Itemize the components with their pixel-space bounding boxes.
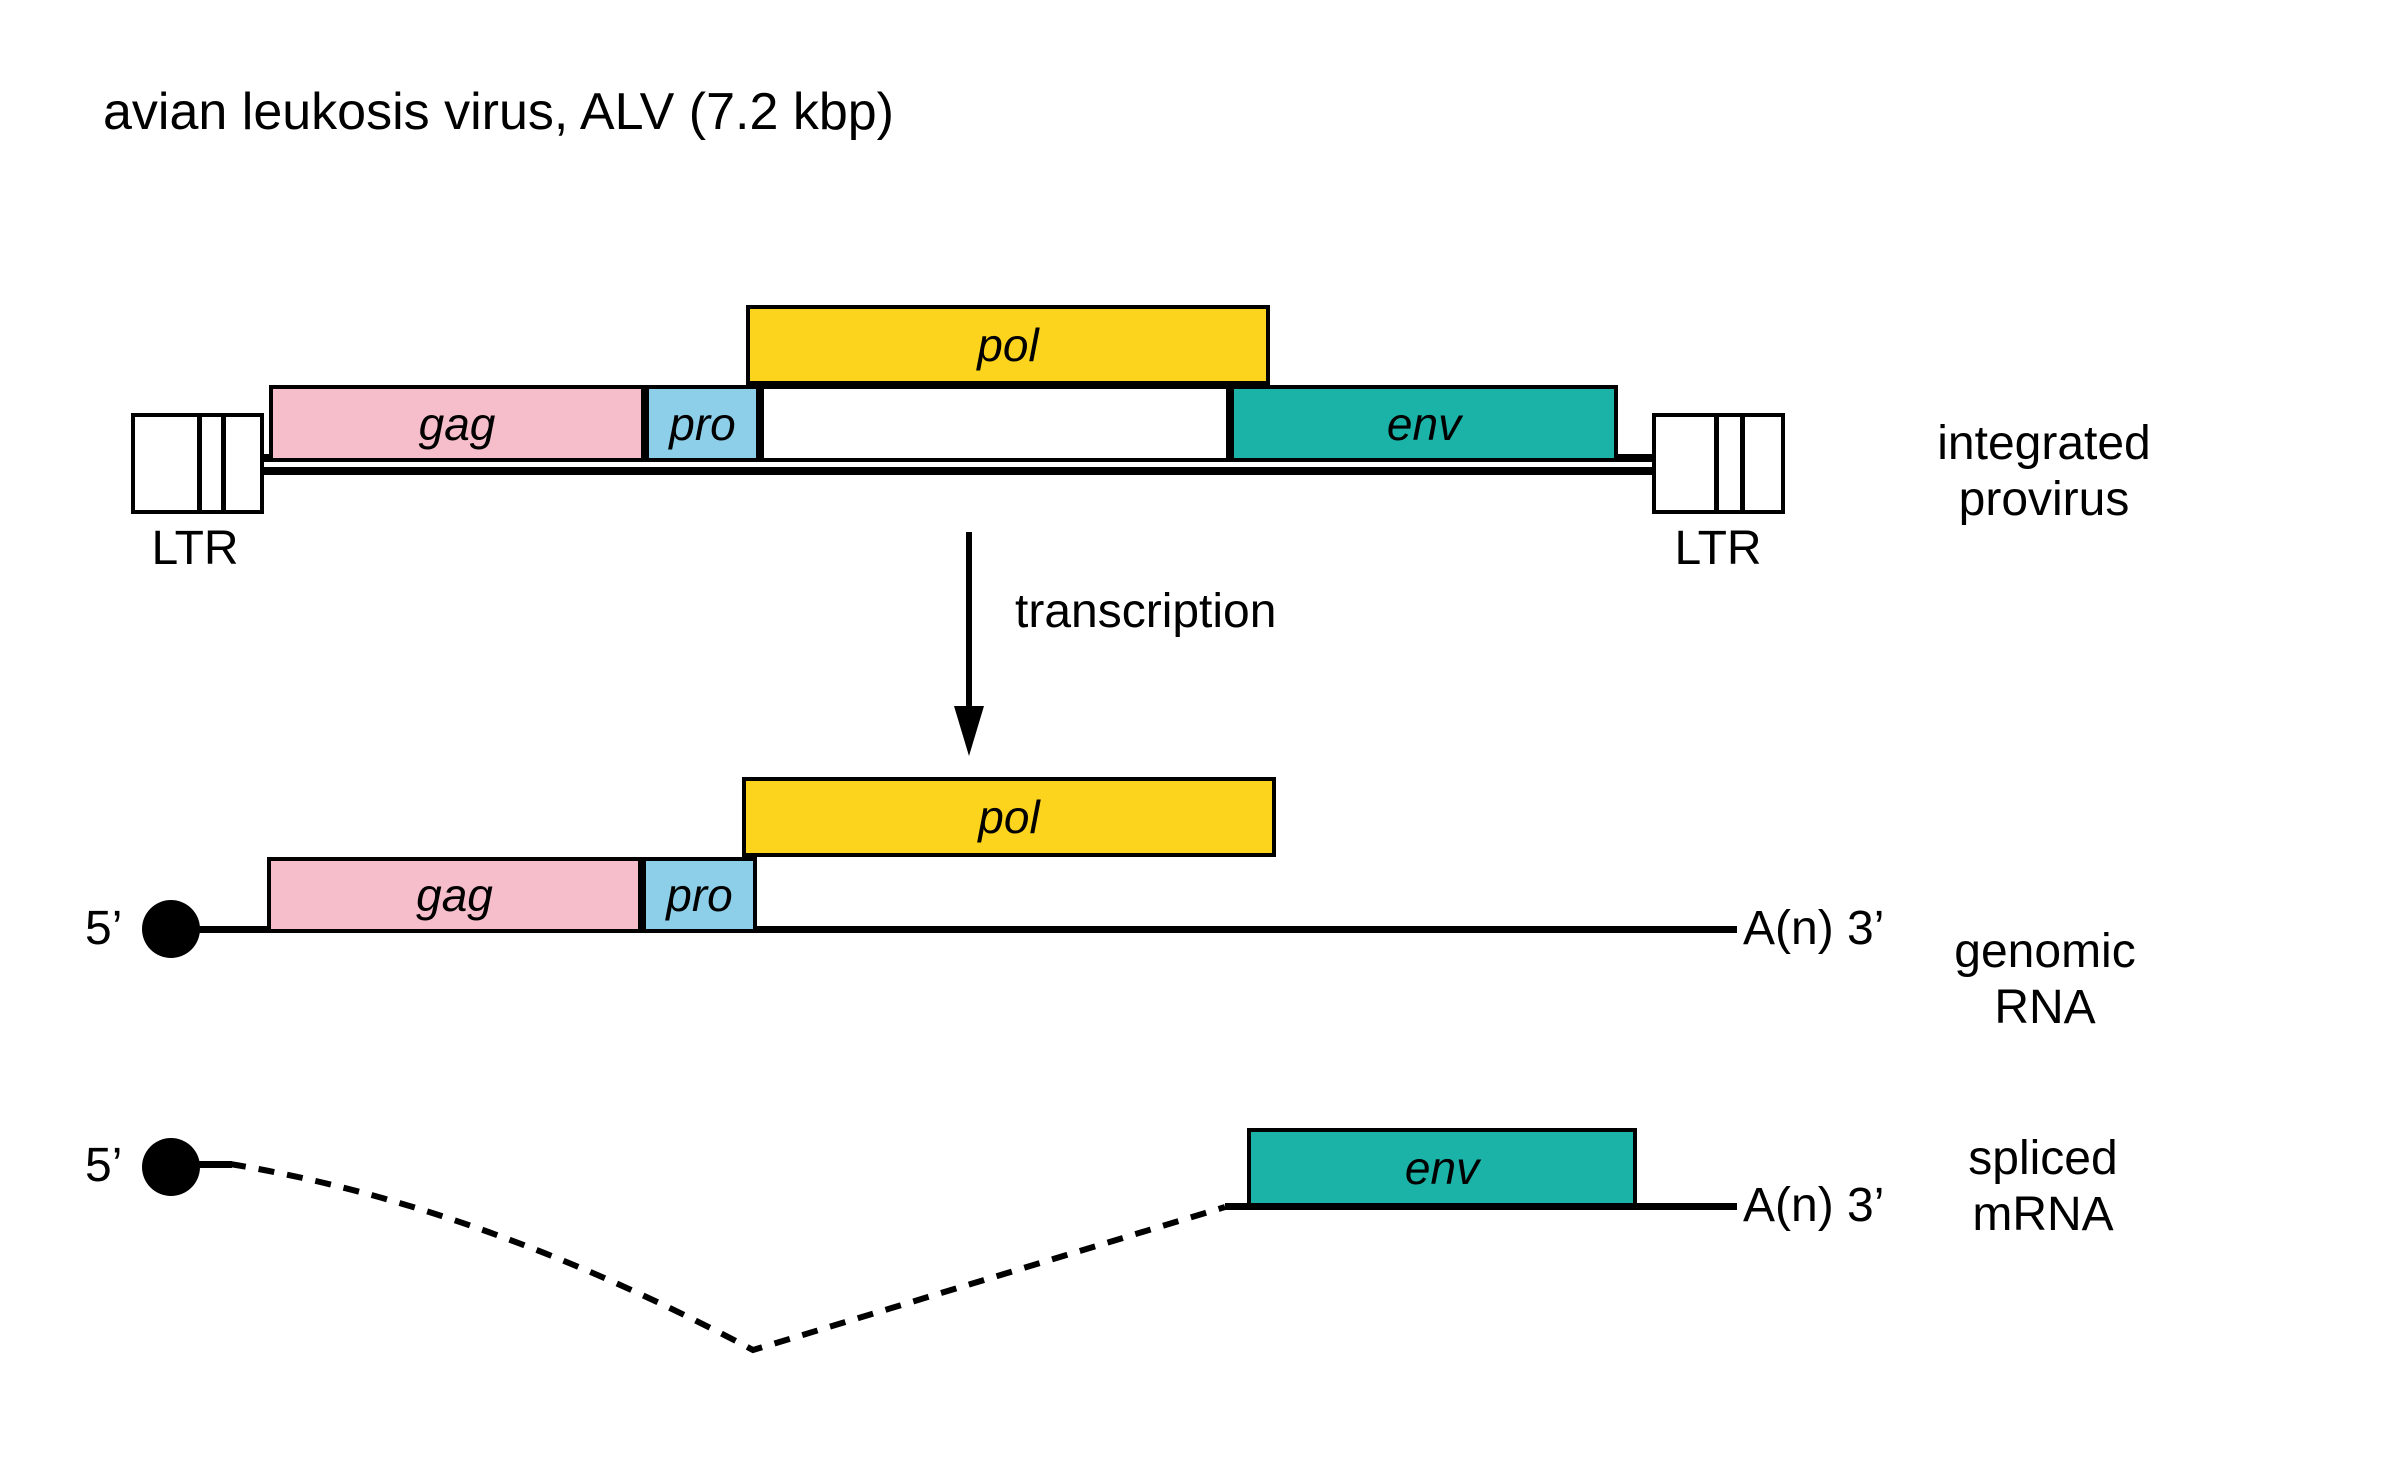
spliced-mrna-cap-circle (142, 1138, 200, 1196)
provirus-pro-box: pro (645, 385, 760, 462)
genomic-rna-gag-box: gag (267, 857, 642, 933)
provirus-noncoding-box (760, 385, 1230, 462)
spliced-mrna-cap-stub-line (198, 1161, 232, 1168)
genomic-rna-pol-box: pol (742, 777, 1276, 857)
transcription-arrow-head (954, 706, 984, 756)
provirus-caption-line1: integrated (1937, 417, 2151, 470)
ltr-box-right (1652, 413, 1785, 514)
gag-label: gag (416, 869, 493, 921)
splice-intron-dotted-line (229, 1161, 1226, 1354)
provirus-caption: integrated provirus (1894, 416, 2194, 528)
spliced-mrna-five-prime-label: 5’ (85, 1139, 123, 1192)
ltr-label-left: LTR (151, 522, 239, 575)
ltr-left-inner-line-1 (197, 417, 202, 510)
ltr-right-inner-line-1 (1714, 417, 1719, 510)
gag-label: gag (418, 397, 496, 450)
genomic-rna-cap-circle (142, 900, 200, 958)
provirus-pol-box: pol (746, 305, 1270, 385)
genomic-rna-line (199, 926, 1737, 933)
genomic-rna-five-prime-label: 5’ (85, 902, 123, 955)
provirus-env-box: env (1230, 385, 1618, 462)
ltr-label-right: LTR (1674, 522, 1762, 575)
transcription-label: transcription (1015, 585, 1277, 638)
spliced-mrna-env-box: env (1247, 1128, 1637, 1207)
pol-label: pol (978, 791, 1040, 843)
pro-label: pro (666, 869, 733, 921)
genomic-rna-pro-box: pro (642, 857, 757, 933)
spliced-mrna-caption-line2: mRNA (1972, 1188, 2114, 1241)
ltr-box-left (131, 413, 264, 514)
spliced-mrna-poly-a-label: A(n) 3’ (1743, 1179, 1885, 1232)
ltr-left-inner-line-2 (221, 417, 226, 510)
env-label: env (1404, 1141, 1480, 1194)
pol-label: pol (977, 319, 1039, 371)
genomic-rna-poly-a-label: A(n) 3’ (1743, 902, 1885, 955)
diagram-title: avian leukosis virus, ALV (7.2 kbp) (103, 83, 894, 141)
transcription-arrow (954, 532, 984, 756)
genomic-rna-caption: genomic RNA (1895, 924, 2195, 1036)
provirus-gag-box: gag (269, 385, 645, 462)
ltr-right-inner-line-2 (1740, 417, 1745, 510)
env-label: env (1386, 397, 1462, 450)
pro-label: pro (669, 397, 736, 450)
genomic-rna-caption-line1: genomic (1954, 925, 2136, 978)
spliced-mrna-caption: spliced mRNA (1893, 1131, 2193, 1243)
provirus-caption-line2: provirus (1958, 473, 2130, 526)
spliced-mrna-caption-line1: spliced (1968, 1132, 2118, 1185)
genomic-rna-caption-line2: RNA (1994, 981, 2096, 1034)
